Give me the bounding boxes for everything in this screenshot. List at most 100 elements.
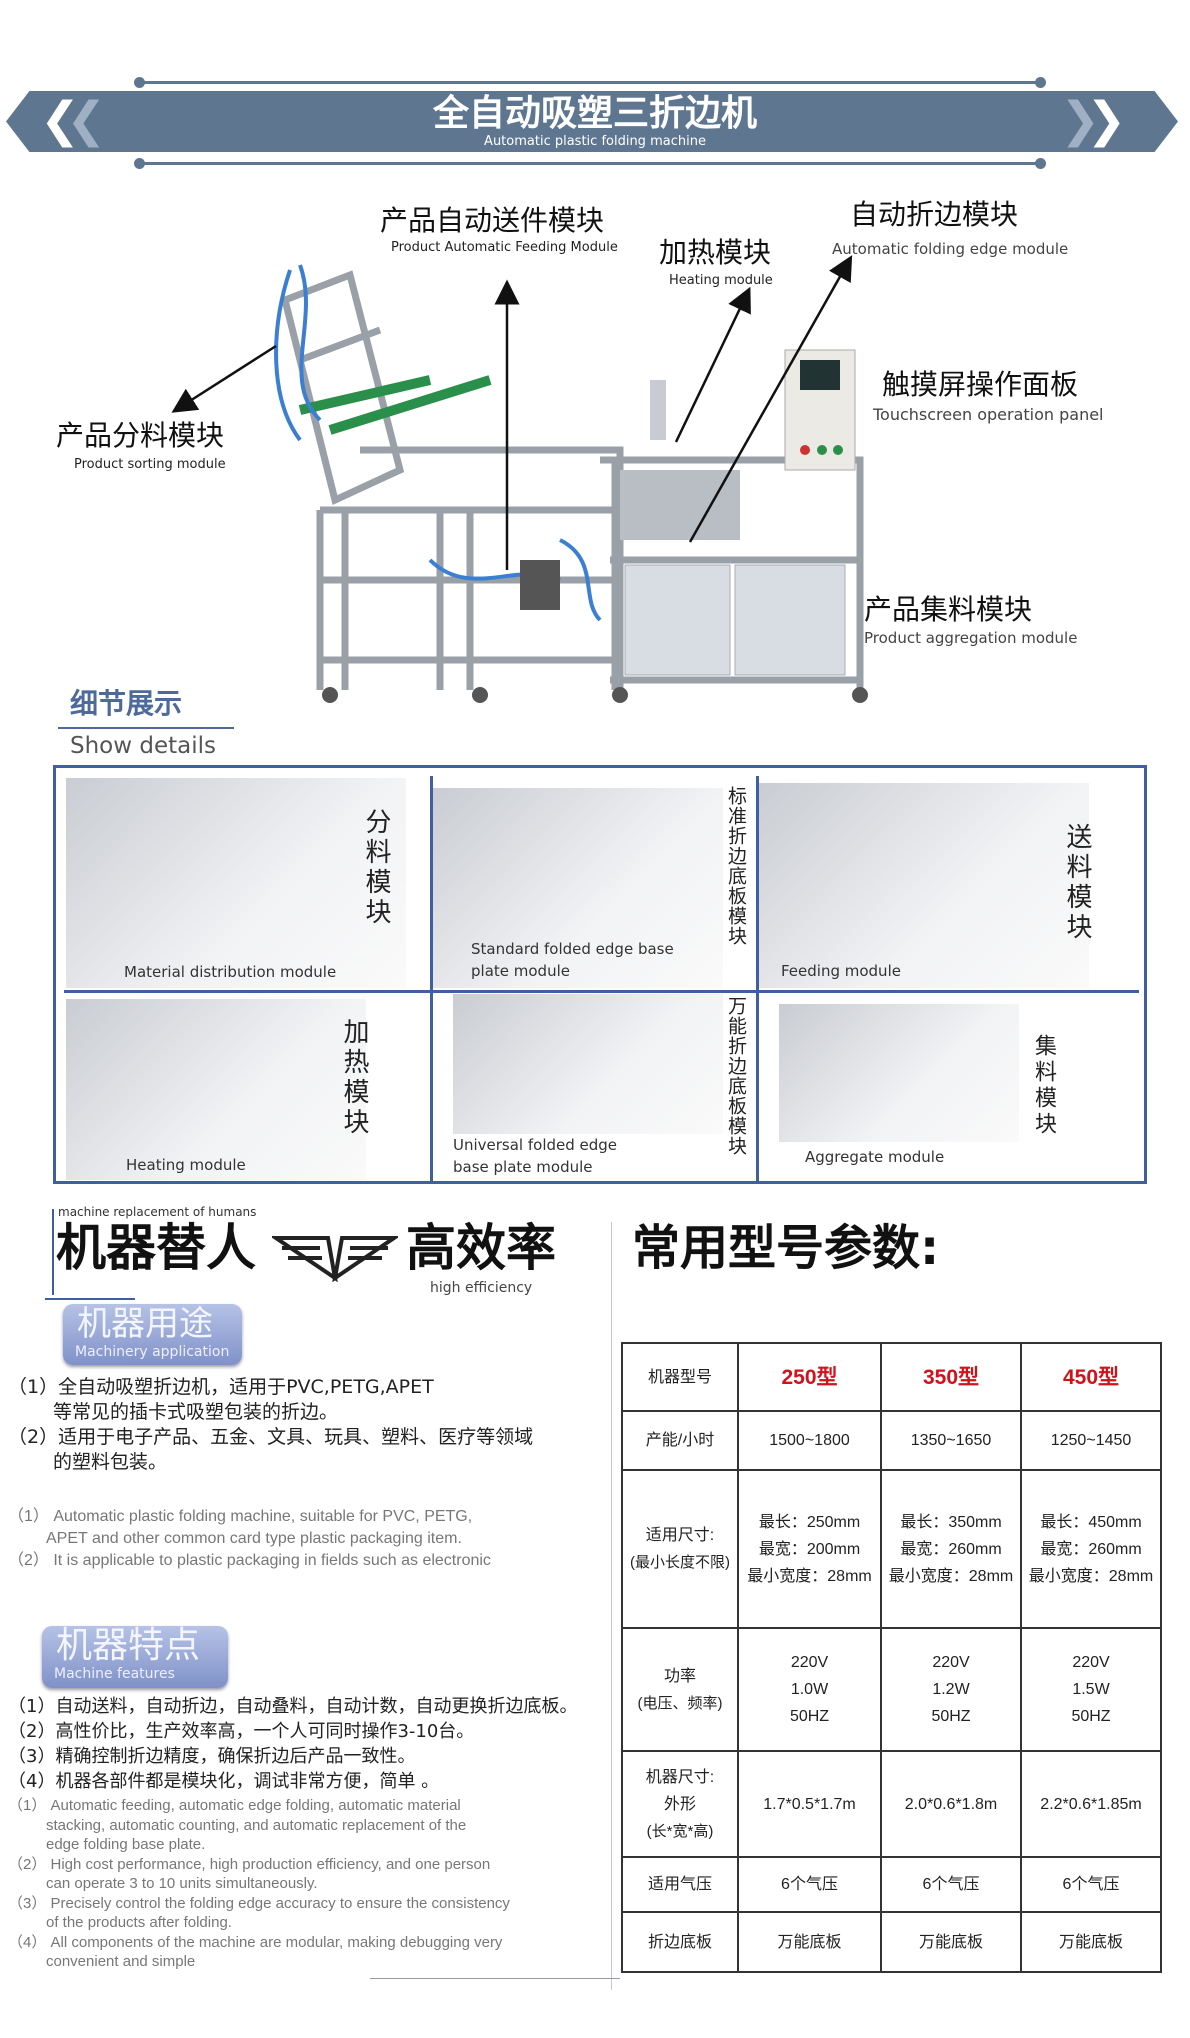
label-panel-cn: 触摸屏操作面板 — [882, 368, 1079, 401]
features-badge-en: Machine features — [54, 1666, 175, 1682]
module-image — [779, 1004, 1019, 1142]
cell-text: 1.2W — [932, 1681, 970, 1698]
label-feeding-cn: 产品自动送件模块 — [380, 204, 605, 237]
cell-text: 最小宽度：28mm — [888, 1567, 1014, 1585]
cell-text: 2.0*0.6*1.8m — [904, 1795, 998, 1813]
cell-text: 最宽：260mm — [1040, 1540, 1142, 1558]
row-label: 功率(电压、频率) — [621, 1627, 739, 1752]
application-en-line: APET and other common card type plastic … — [46, 1530, 462, 1547]
table-row: 机器尺寸:外形(长*宽*高)1.7*0.5*1.7m 2.0*0.6*1.8m 2.… — [621, 1750, 1162, 1858]
table-cell: 1.7*0.5*1.7m — [737, 1750, 882, 1858]
cell-text: 最小宽度：28mm — [1028, 1567, 1154, 1585]
features-en-line: （4） All components of the machine are mo… — [8, 1933, 503, 1951]
cell-text: 最长：350mm — [900, 1513, 1002, 1531]
cell-text: 50HZ — [789, 1708, 830, 1725]
cell-text: 1.5W — [1072, 1681, 1110, 1698]
detail-en-label: Feeding module — [781, 962, 901, 980]
grid-divider — [64, 990, 1139, 993]
table-cell: 1350~1650 — [880, 1410, 1022, 1471]
table-cell: 220V 1.2W 50HZ — [880, 1627, 1022, 1752]
cell-text: 机器型号 — [647, 1368, 712, 1386]
cell-text: 6个气压 — [1062, 1876, 1120, 1893]
row-label: 机器尺寸:外形(长*宽*高) — [621, 1750, 739, 1858]
page-title: 全自动吸塑三折边机 — [432, 93, 757, 134]
details-grid: 分料模块 Material distribution module 标准折边底板… — [53, 765, 1147, 1184]
detail-cell: 集料模块 Aggregate module — [759, 994, 1141, 1180]
detail-en-label: Heating module — [126, 1156, 246, 1174]
cell-text: 最宽：200mm — [758, 1540, 861, 1558]
label-sorting-en: Product sorting module — [74, 457, 226, 472]
row-label: 产能/小时 — [621, 1410, 739, 1471]
module-image — [433, 788, 723, 988]
application-cn-line: 等常见的插卡式吸塑包装的折边。 — [53, 1401, 339, 1423]
features-en-line: edge folding base plate. — [46, 1836, 206, 1853]
cell-text: 适用尺寸: — [645, 1527, 715, 1544]
wings-logo-icon — [272, 1236, 398, 1282]
features-en-list: （1） Automatic feeding, automatic edge fo… — [8, 1796, 608, 1972]
application-cn-line: （1）全自动吸塑折边机，适用于PVC,PETG,APET — [8, 1376, 434, 1398]
detail-cell: 送料模块 Feeding module — [759, 778, 1141, 988]
section-divider — [611, 1222, 612, 1990]
arrow-heating — [674, 286, 751, 443]
specs-table: 机器型号 250型 350型 450型产能/小时 1500~1800 1350~1650 1… — [621, 1342, 1162, 1973]
banner-bottom-line — [134, 158, 1046, 169]
cell-text: 50HZ — [931, 1708, 971, 1725]
table-cell: 1250~1450 — [1020, 1410, 1162, 1471]
grid-divider — [430, 776, 433, 1181]
details-underline — [58, 727, 234, 729]
cell-text: 220V — [932, 1654, 970, 1671]
module-image — [453, 994, 723, 1134]
details-title-cn: 细节展示 — [70, 687, 183, 720]
cell-text: 1350~1650 — [910, 1432, 992, 1449]
table-cell: 万能底板 — [1020, 1911, 1162, 1973]
detail-cn-label: 加热模块 — [339, 1018, 369, 1138]
detail-en-label: Material distribution module — [124, 963, 337, 981]
module-image — [66, 778, 406, 988]
cell-text: 350型 — [922, 1365, 980, 1389]
bottom-line — [370, 1978, 620, 1979]
banner-top-line — [134, 77, 1046, 88]
table-cell: 6个气压 — [1020, 1856, 1162, 1913]
application-cn-line: （2）适用于电子产品、五金、文具、玩具、塑料、医疗等领域 — [8, 1426, 534, 1448]
features-badge: 机器特点 Machine features — [42, 1626, 228, 1688]
table-cell: 6个气压 — [737, 1856, 882, 1913]
cell-text: 最宽：260mm — [900, 1540, 1002, 1558]
cell-text: 450型 — [1062, 1365, 1120, 1389]
features-en-line: （3） Precisely control the folding edge a… — [8, 1894, 510, 1912]
features-en-line: stacking, automatic counting, and automa… — [46, 1816, 467, 1834]
slogan-sub: high efficiency — [430, 1280, 533, 1296]
cell-text: 220V — [1072, 1654, 1110, 1671]
detail-cn-label: 送料模块 — [1062, 823, 1092, 943]
cell-text: 250型 — [781, 1365, 838, 1389]
cell-text: 1.0W — [790, 1681, 829, 1698]
table-cell: 1500~1800 — [737, 1410, 882, 1471]
table-row: 机器型号 250型 350型 450型 — [621, 1342, 1162, 1412]
table-cell: 最长：350mm 最宽：260mm 最小宽度：28mm — [880, 1469, 1022, 1629]
features-cn-line: （3）精确控制折边精度，确保折边后产品一致性。 — [8, 1746, 416, 1767]
features-cn-line: （1）自动送料，自动折边，自动叠料，自动计数，自动更换折边底板。 — [8, 1696, 578, 1717]
application-cn-list: （1）全自动吸塑折边机，适用于PVC,PETG,APET 等常见的插卡式吸塑包装… — [8, 1375, 608, 1475]
arrow-folding — [688, 255, 853, 543]
label-heating-cn: 加热模块 — [659, 236, 772, 269]
table-cell: 6个气压 — [880, 1856, 1022, 1913]
page-subtitle: Automatic plastic folding machine — [484, 134, 706, 149]
motor — [520, 560, 560, 610]
cell-text: 220V — [790, 1654, 829, 1671]
cell-text: 万能底板 — [777, 1933, 842, 1951]
table-row: 折边底板万能底板万能底板万能底板 — [621, 1911, 1162, 1973]
detail-cn-label: 集料模块 — [1031, 1034, 1056, 1138]
cell-text: 6个气压 — [781, 1876, 838, 1893]
detail-en-label: plate module — [471, 962, 570, 980]
label-aggregation-cn: 产品集料模块 — [864, 593, 1033, 626]
cell-text: 最小宽度：28mm — [747, 1567, 872, 1585]
label-heating-en: Heating module — [669, 273, 773, 288]
cell-text: 2.2*0.6*1.85m — [1040, 1795, 1142, 1813]
table-cell: 万能底板 — [880, 1911, 1022, 1973]
application-badge-en: Machinery application — [75, 1344, 230, 1360]
cell-text: 产能/小时 — [645, 1432, 715, 1449]
table-row: 功率(电压、频率) 220V 1.0W 50HZ 220V 1.2W 50HZ 220V 1.5… — [621, 1627, 1162, 1752]
slogan-left: 机器替人 — [56, 1219, 256, 1277]
detail-cell: 分料模块 Material distribution module — [66, 778, 428, 988]
